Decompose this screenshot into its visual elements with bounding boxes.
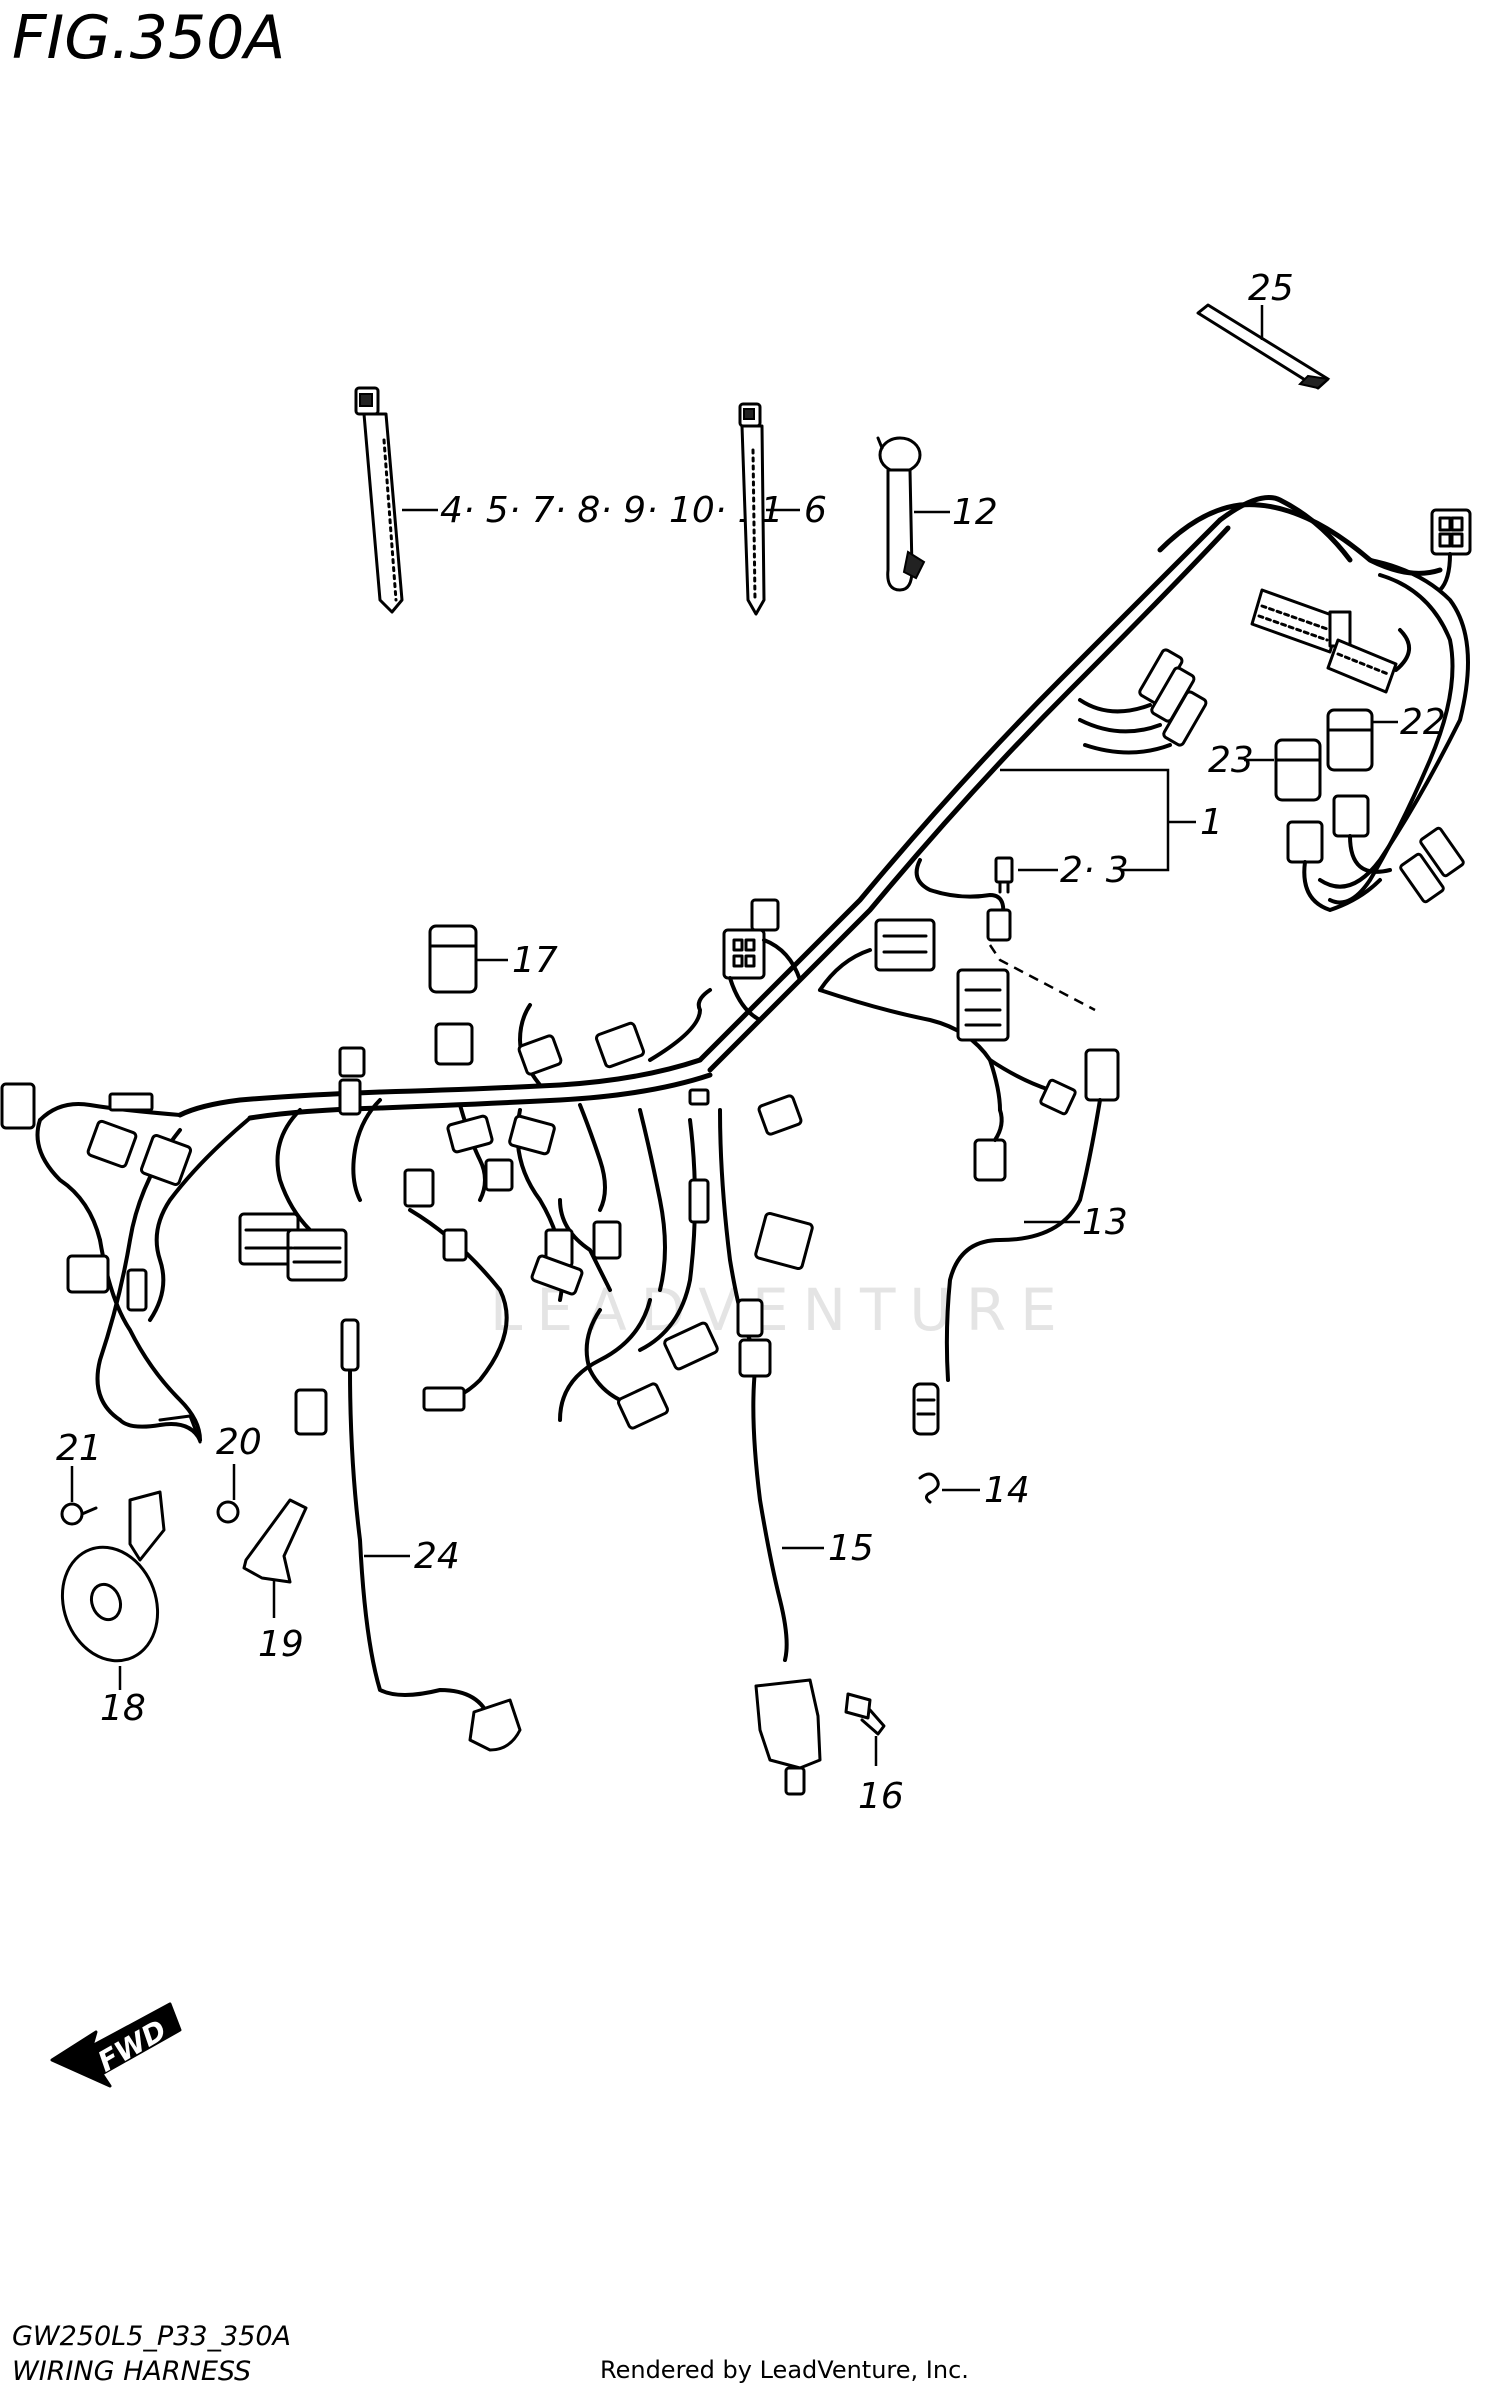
callout-22: 22 <box>1372 702 1446 743</box>
relay-part-22 <box>1326 708 1374 772</box>
lead-wire-part-24 <box>294 1318 522 1752</box>
svg-text:24: 24 <box>414 1536 460 1577</box>
callout-15: 15 <box>782 1528 874 1569</box>
svg-text:19: 19 <box>258 1624 304 1665</box>
cable-tie-part-6 <box>738 402 766 616</box>
relay-part-23 <box>1274 738 1322 802</box>
part-25-strip <box>1196 303 1331 390</box>
bolt-part-20 <box>216 1500 240 1524</box>
connector-right-mid <box>973 1078 1077 1182</box>
main-harness-part-1 <box>35 495 1470 1442</box>
bolt-part-16 <box>844 1692 886 1736</box>
connector-multi-pin-2 <box>1326 628 1411 694</box>
svg-text:14: 14 <box>984 1470 1030 1511</box>
relay-sockets <box>1286 794 1465 912</box>
svg-text:1: 1 <box>1200 802 1223 843</box>
callout-12: 12 <box>914 492 998 533</box>
svg-text:4· 5· 7· 8· 9· 10· 11: 4· 5· 7· 8· 9· 10· 11 <box>440 490 783 531</box>
svg-text:17: 17 <box>512 940 558 981</box>
svg-text:12: 12 <box>952 492 998 533</box>
callout-18: 18 <box>100 1666 146 1729</box>
relay-part-17 <box>428 924 478 994</box>
callout-2-3: 2· 3 <box>1018 850 1129 891</box>
fwd-arrow-icon: FWD <box>50 2002 182 2088</box>
figure-title: FIG.350A <box>12 3 285 73</box>
callout-4-11: 4· 5· 7· 8· 9· 10· 11 <box>402 490 783 531</box>
callout-19: 19 <box>258 1580 304 1665</box>
connector-multi-pin-1 <box>1250 588 1352 654</box>
left-connector-block <box>0 1078 362 1312</box>
callout-17: 17 <box>476 940 558 981</box>
switch-part-15 <box>738 1338 822 1796</box>
fuse-part-2-3 <box>994 856 1014 894</box>
clamp-part-12 <box>876 436 926 592</box>
clip-part-14 <box>918 1472 940 1504</box>
callout-6: 6 <box>766 490 827 531</box>
svg-text:6: 6 <box>804 490 827 531</box>
bracket-part-19 <box>242 1498 308 1584</box>
callout-25: 25 <box>1248 268 1294 340</box>
svg-text:20: 20 <box>216 1422 262 1463</box>
callout-14: 14 <box>942 1470 1030 1511</box>
svg-text:21: 21 <box>56 1428 102 1469</box>
callout-13: 13 <box>1024 1202 1128 1243</box>
svg-text:25: 25 <box>1248 268 1294 309</box>
bolt-part-21 <box>60 1502 98 1526</box>
sensor-cable-part-13 <box>912 1098 1102 1436</box>
svg-text:16: 16 <box>858 1776 904 1817</box>
figure-caption: WIRING HARNESS <box>12 2356 251 2387</box>
center-connectors <box>338 1021 814 1430</box>
callout-23: 23 <box>1208 740 1274 781</box>
svg-text:18: 18 <box>100 1688 146 1729</box>
connector-large-a <box>874 918 1010 1042</box>
fuse-box-connector <box>986 908 1120 1102</box>
tube-connectors <box>1078 648 1208 755</box>
svg-text:2· 3: 2· 3 <box>1060 850 1129 891</box>
render-credit: Rendered by LeadVenture, Inc. <box>600 2356 969 2384</box>
harness-end-clamp <box>158 1414 202 1444</box>
callout-21: 21 <box>56 1428 102 1502</box>
callout-16: 16 <box>858 1736 904 1817</box>
watermark: LEADVENTURE <box>490 1276 1071 1344</box>
callout-20: 20 <box>216 1422 262 1500</box>
callout-24: 24 <box>364 1536 460 1577</box>
connector-block-top <box>722 898 802 1022</box>
cable-tie-part-4 <box>354 386 404 614</box>
horn-part-18 <box>60 1490 166 1663</box>
svg-text:13: 13 <box>1082 1202 1128 1243</box>
svg-text:23: 23 <box>1208 740 1254 781</box>
svg-text:22: 22 <box>1400 702 1446 743</box>
connector-top-right <box>1430 508 1472 592</box>
callout-1: 1 <box>1000 768 1223 872</box>
svg-text:15: 15 <box>828 1528 874 1569</box>
figure-code: GW250L5_P33_350A <box>12 2321 291 2352</box>
